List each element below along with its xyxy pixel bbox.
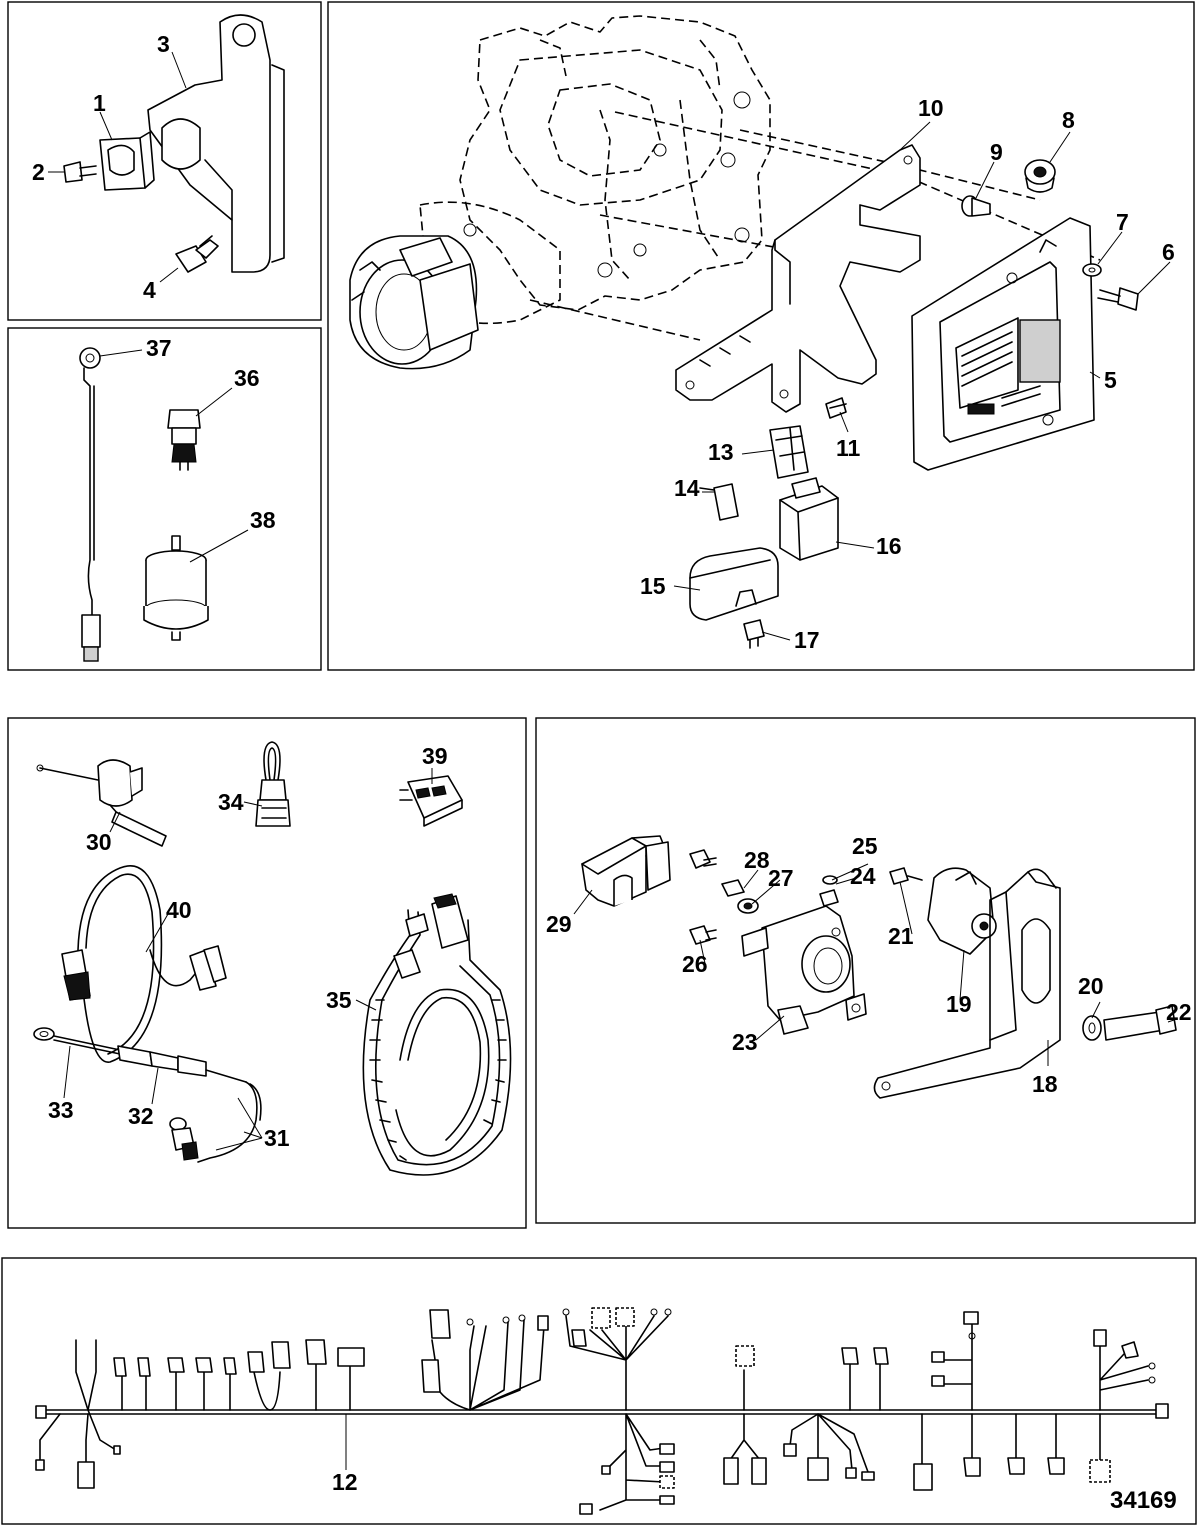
- callout-24: 24: [850, 863, 876, 889]
- screw-2: [63, 161, 97, 183]
- engine-harness-12: [35, 1307, 1169, 1515]
- figure-number: 34169: [1110, 1487, 1177, 1514]
- panel-sensors: [7, 327, 322, 671]
- callout-36: 36: [234, 365, 260, 391]
- knock-sensor-37: [79, 347, 101, 662]
- throttle-body-housing: [349, 15, 771, 370]
- callout-40: 40: [166, 897, 192, 923]
- bolt-4: [175, 235, 219, 273]
- callout-34: 34: [218, 789, 244, 815]
- washer-25: [822, 875, 838, 885]
- callout-2: 2: [32, 159, 45, 185]
- nut-24: [819, 889, 839, 907]
- callout-23: 23: [732, 1029, 758, 1055]
- mounting-bracket-3: [147, 14, 285, 273]
- panel-solenoid: [535, 717, 1196, 1224]
- spacer-9: [961, 195, 991, 217]
- jumper-loop-34: [255, 741, 291, 827]
- nut-28: [689, 849, 745, 897]
- callout-31: 31: [264, 1125, 290, 1151]
- relay-16: [779, 477, 839, 561]
- washer-7: [1082, 263, 1102, 277]
- bracket-29: [581, 835, 671, 907]
- screw-11: [825, 397, 847, 419]
- fuse-17: [743, 619, 765, 649]
- callout-10: 10: [918, 95, 944, 121]
- panel-bracket: [7, 1, 322, 321]
- panel-harness-parts: [7, 717, 527, 1229]
- wire-lead-31: [169, 1081, 262, 1163]
- callout-11: 11: [836, 435, 861, 461]
- cushion-1: [99, 131, 155, 191]
- bolt-22: [1103, 1005, 1177, 1041]
- circuit-breaker-19: [927, 867, 997, 955]
- callout-27: 27: [768, 865, 794, 891]
- ground-wire-33: [33, 1027, 121, 1055]
- callout-19: 19: [946, 991, 972, 1017]
- callout-38: 38: [250, 507, 276, 533]
- pressure-switch-36: [167, 409, 201, 471]
- callout-4: 4: [143, 277, 156, 303]
- callout-32: 32: [128, 1103, 154, 1129]
- callout-39: 39: [422, 743, 448, 769]
- callout-21: 21: [888, 923, 914, 949]
- callout-35: 35: [326, 987, 352, 1013]
- temp-sender-30: [36, 759, 167, 847]
- callout-29: 29: [546, 911, 572, 937]
- callout-7: 7: [1116, 209, 1129, 235]
- jumper-harness-40: [61, 865, 227, 1063]
- grommet-8: [1024, 159, 1056, 193]
- callout-18: 18: [1032, 1071, 1058, 1097]
- bracket-18: [873, 868, 1061, 1099]
- panel-ecm: [327, 1, 1195, 671]
- callout-28: 28: [744, 847, 770, 873]
- ecm-bracket-10: [675, 144, 921, 413]
- callout-1: 1: [93, 90, 106, 116]
- callout-6: 6: [1162, 239, 1175, 265]
- callout-15: 15: [640, 573, 666, 599]
- washer-20: [1082, 1015, 1102, 1041]
- callout-30: 30: [86, 829, 112, 855]
- callout-16: 16: [876, 533, 902, 559]
- callout-5: 5: [1104, 367, 1117, 393]
- callout-12: 12: [332, 1469, 358, 1495]
- callout-26: 26: [682, 951, 708, 977]
- callout-9: 9: [990, 139, 1003, 165]
- oil-pressure-sender-38: [143, 535, 209, 641]
- callout-20: 20: [1078, 973, 1104, 999]
- callout-17: 17: [794, 627, 820, 653]
- callout-33: 33: [48, 1097, 74, 1123]
- callout-25: 25: [852, 833, 878, 859]
- nut-21: [889, 867, 923, 885]
- callout-14: 14: [674, 475, 700, 501]
- bolt-6: [1097, 287, 1139, 311]
- panel-main-harness: [1, 1257, 1197, 1525]
- solenoid-23: [741, 905, 867, 1035]
- fuse-clip-14: [699, 483, 739, 521]
- fuse-cover-15: [689, 547, 779, 621]
- ecm-5: [911, 217, 1095, 471]
- callout-3: 3: [157, 31, 170, 57]
- callout-37: 37: [146, 335, 172, 361]
- sensor-harness-35: [362, 893, 512, 1176]
- callout-13: 13: [708, 439, 734, 465]
- relay-clip-13: [769, 425, 809, 479]
- bolt-26: [689, 925, 717, 945]
- fuse-holder-32: [117, 1045, 247, 1083]
- connector-39: [399, 775, 463, 827]
- callout-22: 22: [1166, 999, 1192, 1025]
- callout-8: 8: [1062, 107, 1075, 133]
